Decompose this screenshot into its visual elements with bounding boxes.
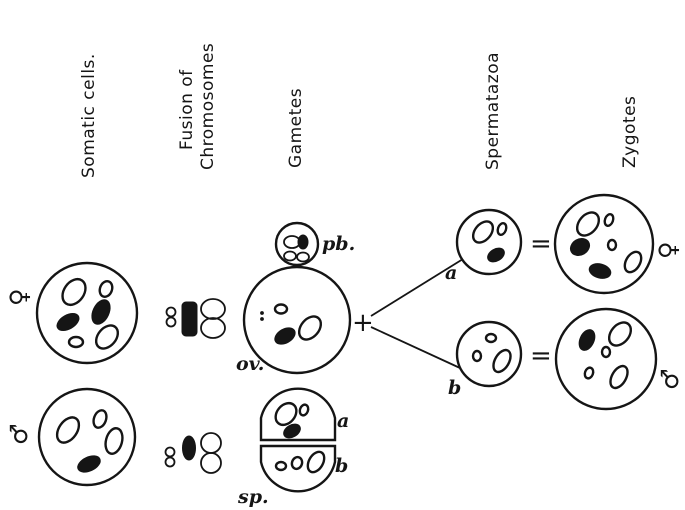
label-polar-body: pb. bbox=[322, 233, 355, 255]
female-zygote bbox=[553, 193, 655, 295]
female-somatic-cell bbox=[35, 261, 139, 365]
male-symbol-zygote: ♂ bbox=[656, 368, 684, 390]
header-fusion-line2: Chromosomes bbox=[198, 43, 218, 170]
label-sperm: sp. bbox=[237, 486, 269, 508]
male-symbol-somatic: ♂ bbox=[5, 423, 33, 445]
female-symbol-zygote: ♀ bbox=[654, 241, 682, 259]
spermatozoon-a bbox=[455, 208, 523, 276]
equals-sign-a: = bbox=[530, 229, 552, 259]
male-zygote bbox=[554, 307, 658, 411]
female-symbol-somatic: ♀ bbox=[5, 288, 33, 306]
header-zygotes: Zygotes bbox=[620, 96, 640, 168]
label-sperm-b: b bbox=[335, 455, 348, 477]
label-spermatozoon-a: a bbox=[445, 262, 457, 284]
equals-sign-b: = bbox=[530, 341, 552, 371]
male-somatic-cell bbox=[37, 387, 137, 487]
spermatozoon-b bbox=[455, 320, 523, 388]
label-sperm-a: a bbox=[337, 410, 349, 432]
label-spermatozoon-b: b bbox=[448, 377, 461, 399]
fusion-female bbox=[165, 298, 226, 339]
sperm-cell-a bbox=[259, 387, 337, 442]
fusion-male bbox=[164, 432, 222, 474]
ovum bbox=[242, 265, 352, 375]
sperm-cell-b bbox=[259, 444, 337, 493]
header-gametes: Gametes bbox=[286, 88, 306, 168]
polar-body bbox=[274, 221, 320, 267]
plus-sign: + bbox=[352, 308, 374, 338]
header-fusion-line1: Fusion of bbox=[177, 69, 197, 150]
header-somatic-cells: Somatic cells. bbox=[79, 53, 99, 178]
label-ovum: ov. bbox=[236, 353, 264, 375]
branch-line-to-a bbox=[370, 258, 464, 317]
branch-line-to-b bbox=[370, 326, 461, 369]
header-spermatozoa: Spermatazoa bbox=[483, 52, 503, 170]
